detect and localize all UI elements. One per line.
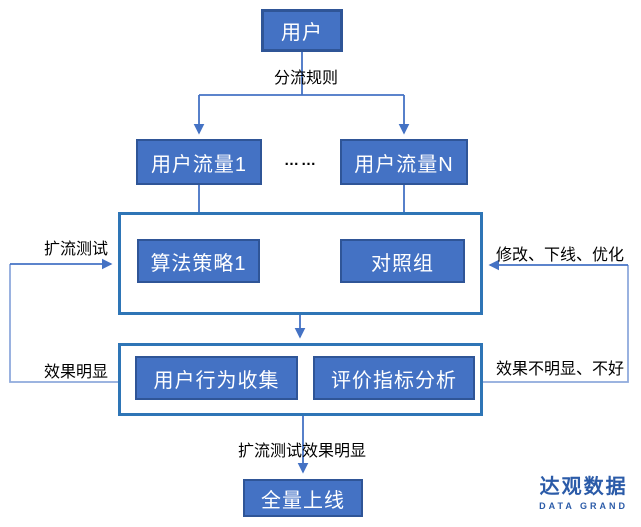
label-launch-condition: 扩流测试效果明显 <box>237 443 367 460</box>
node-metrics-analysis: 评价指标分析 <box>313 356 475 400</box>
loop-left-stem <box>9 264 118 383</box>
node-traffic-1: 用户流量1 <box>136 139 262 185</box>
node-control-group: 对照组 <box>340 239 465 283</box>
node-user: 用户 <box>261 9 343 52</box>
node-traffic-n: 用户流量N <box>340 139 468 185</box>
label-expand-test: 扩流测试 <box>43 241 109 258</box>
label-split-rule: 分流规则 <box>273 70 339 87</box>
logo-subtitle: DATA GRAND <box>539 501 628 511</box>
datagrand-logo: 达观数据 DATA GRAND <box>539 476 628 511</box>
traffic-ellipsis: …… <box>284 152 318 169</box>
node-behavior-collection: 用户行为收集 <box>135 356 298 400</box>
node-strategy-1: 算法策略1 <box>137 239 260 283</box>
label-effect-not-obvious: 效果不明显、不好 <box>495 361 625 378</box>
loop-right-stem <box>483 265 629 383</box>
node-full-launch: 全量上线 <box>243 479 363 517</box>
label-modify-offline-optimize: 修改、下线、优化 <box>495 247 625 264</box>
label-effect-obvious: 效果明显 <box>43 364 109 381</box>
logo-name: 达观数据 <box>539 476 628 498</box>
